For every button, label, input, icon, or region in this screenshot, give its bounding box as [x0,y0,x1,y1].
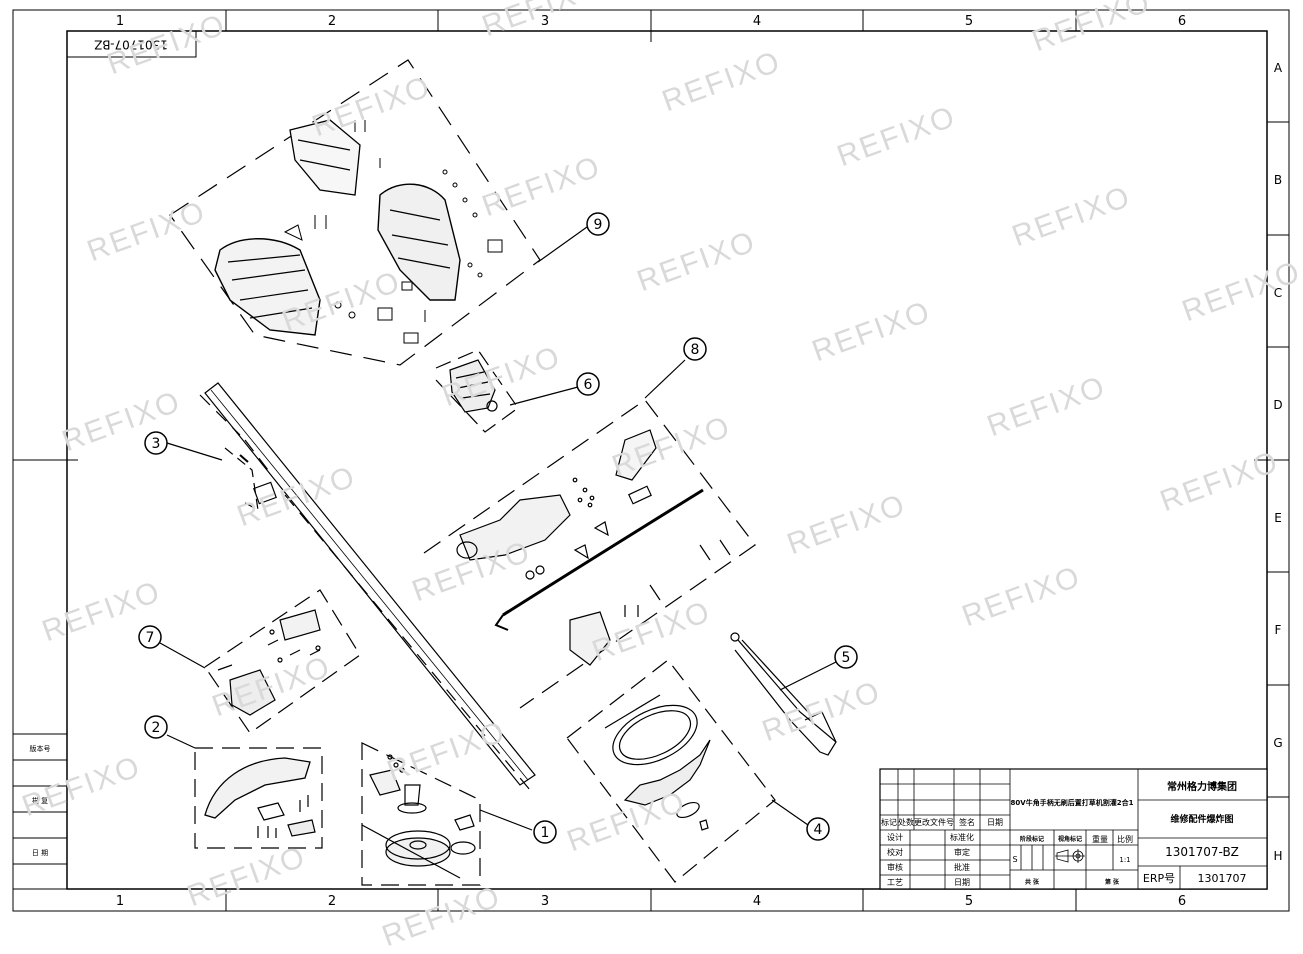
col-label-top: 4 [753,14,761,29]
callout-9-label: 9 [594,217,603,233]
tb-header-count: 处数 [898,817,914,827]
row-label: E [1274,511,1282,525]
exploded-parts [159,59,841,886]
callout-6-label: 6 [584,377,593,393]
callout-7-label: 7 [146,630,155,646]
part-group-3 [199,382,536,791]
grid-dividers [13,10,1289,911]
col-label-bottom: 5 [965,894,973,909]
leader-2 [166,734,196,749]
col-label-bottom: 2 [328,894,336,909]
col-label-top: 5 [965,14,973,29]
part-group-2 [194,747,323,849]
tb-product-name: 80V牛角手柄无刷后置打草机割灌2合1 [1011,798,1134,807]
row-label: C [1274,286,1282,300]
tb-header-sign: 签名 [959,817,975,827]
side-label-copy: 描 复 [32,796,48,805]
row-label: H [1273,849,1282,863]
tb-role-check: 校对 [887,847,903,857]
leader-3 [166,442,223,461]
callout-5 [834,645,858,669]
col-label-top: 3 [541,14,549,29]
code-box [66,30,197,58]
tb-scale-label: 比例 [1117,834,1133,844]
callout-3-label: 3 [152,436,161,452]
tb-sheet-label: 第 张 [1104,878,1120,886]
title-block: 标记 处数 更改文件号 签名 日期 设计 校对 审核 工艺 标准化 审定 批准 … [879,768,1268,890]
part-group-1 [361,742,481,886]
callout-6 [576,372,600,396]
revision-strip: 版本号 描 复 日 期 [12,733,68,890]
col-label-top: 2 [328,14,336,29]
row-label: F [1275,623,1282,637]
part-group-4 [566,659,776,883]
tb-role-design: 设计 [887,832,903,842]
side-label-version: 版本号 [30,744,51,753]
tb-header-filenum: 更改文件号 [914,817,954,827]
tb-doc-title: 维修配件爆炸图 [1170,813,1233,825]
col-label-bottom: 4 [753,894,761,909]
leader-4 [771,799,809,826]
tb-header-date: 日期 [987,818,1003,827]
callout-3 [144,431,168,455]
part-group-6 [435,349,519,433]
tb-role-approve: 审定 [954,847,970,857]
tb-header-mark: 标记 [881,817,897,827]
row-label: G [1273,736,1282,750]
tb-scale-value: 1:1 [1119,856,1130,864]
callout-2 [144,715,168,739]
callout-1 [533,820,557,844]
tb-role-date: 日期 [954,878,970,887]
tb-role-process: 工艺 [887,878,903,887]
tb-stage-value: S [1012,855,1017,864]
tb-erp-value: 1301707 [1198,872,1247,885]
callout-5-label: 5 [842,650,851,666]
tb-view-label: 视角标记 [1058,835,1082,843]
part-group-5 [730,632,841,756]
tb-part-number: 1301707-BZ [1165,845,1239,859]
leader-1 [479,809,533,831]
leader-7 [159,642,206,669]
leader-8 [644,359,686,399]
part-group-9 [169,59,541,366]
callout-8 [683,337,707,361]
callout-8-label: 8 [691,342,700,358]
col-label-bottom: 3 [541,894,549,909]
tb-role-std: 标准化 [950,832,974,842]
part-group-7 [204,589,361,734]
callout-7 [138,625,162,649]
tb-total-label: 共 张 [1025,878,1040,886]
drawing-sheet: 1 2 3 4 5 6 1 2 3 4 5 6 A B C D E F G H … [12,0,1303,953]
drawing-canvas: 1 2 3 4 5 6 1 2 3 4 5 6 A B C D E F G H … [12,9,1290,912]
code-label: 1301707-BZ [94,38,168,52]
row-label: B [1274,173,1282,187]
callout-9 [586,212,610,236]
part-group-8 [423,399,756,709]
column-labels: 1 2 3 4 5 6 1 2 3 4 5 6 [116,14,1186,909]
callouts: 1 2 3 4 5 6 7 8 9 [138,212,858,844]
tb-erp-label: ERP号 [1143,872,1175,885]
row-labels: A B C D E F G H [1273,61,1283,863]
tb-role-review: 审核 [887,862,903,872]
leader-9 [537,226,588,263]
row-label: A [1274,61,1283,75]
callout-4 [806,817,830,841]
projection-symbol-icon [1055,849,1085,863]
tb-company: 常州格力博集团 [1167,780,1237,793]
col-label-top: 6 [1178,14,1186,29]
col-label-top: 1 [116,14,124,29]
callout-2-label: 2 [152,720,161,736]
side-label-date: 日 期 [32,849,48,857]
tb-stage-label: 阶段标记 [1020,835,1044,843]
row-label: D [1273,398,1282,412]
tb-weight-label: 重量 [1092,834,1108,844]
col-label-bottom: 1 [116,894,124,909]
leader-6 [509,386,579,406]
tb-role-ratify: 批准 [954,862,970,872]
callout-1-label: 1 [541,825,550,841]
callout-4-label: 4 [814,822,823,838]
col-label-bottom: 6 [1178,894,1186,909]
